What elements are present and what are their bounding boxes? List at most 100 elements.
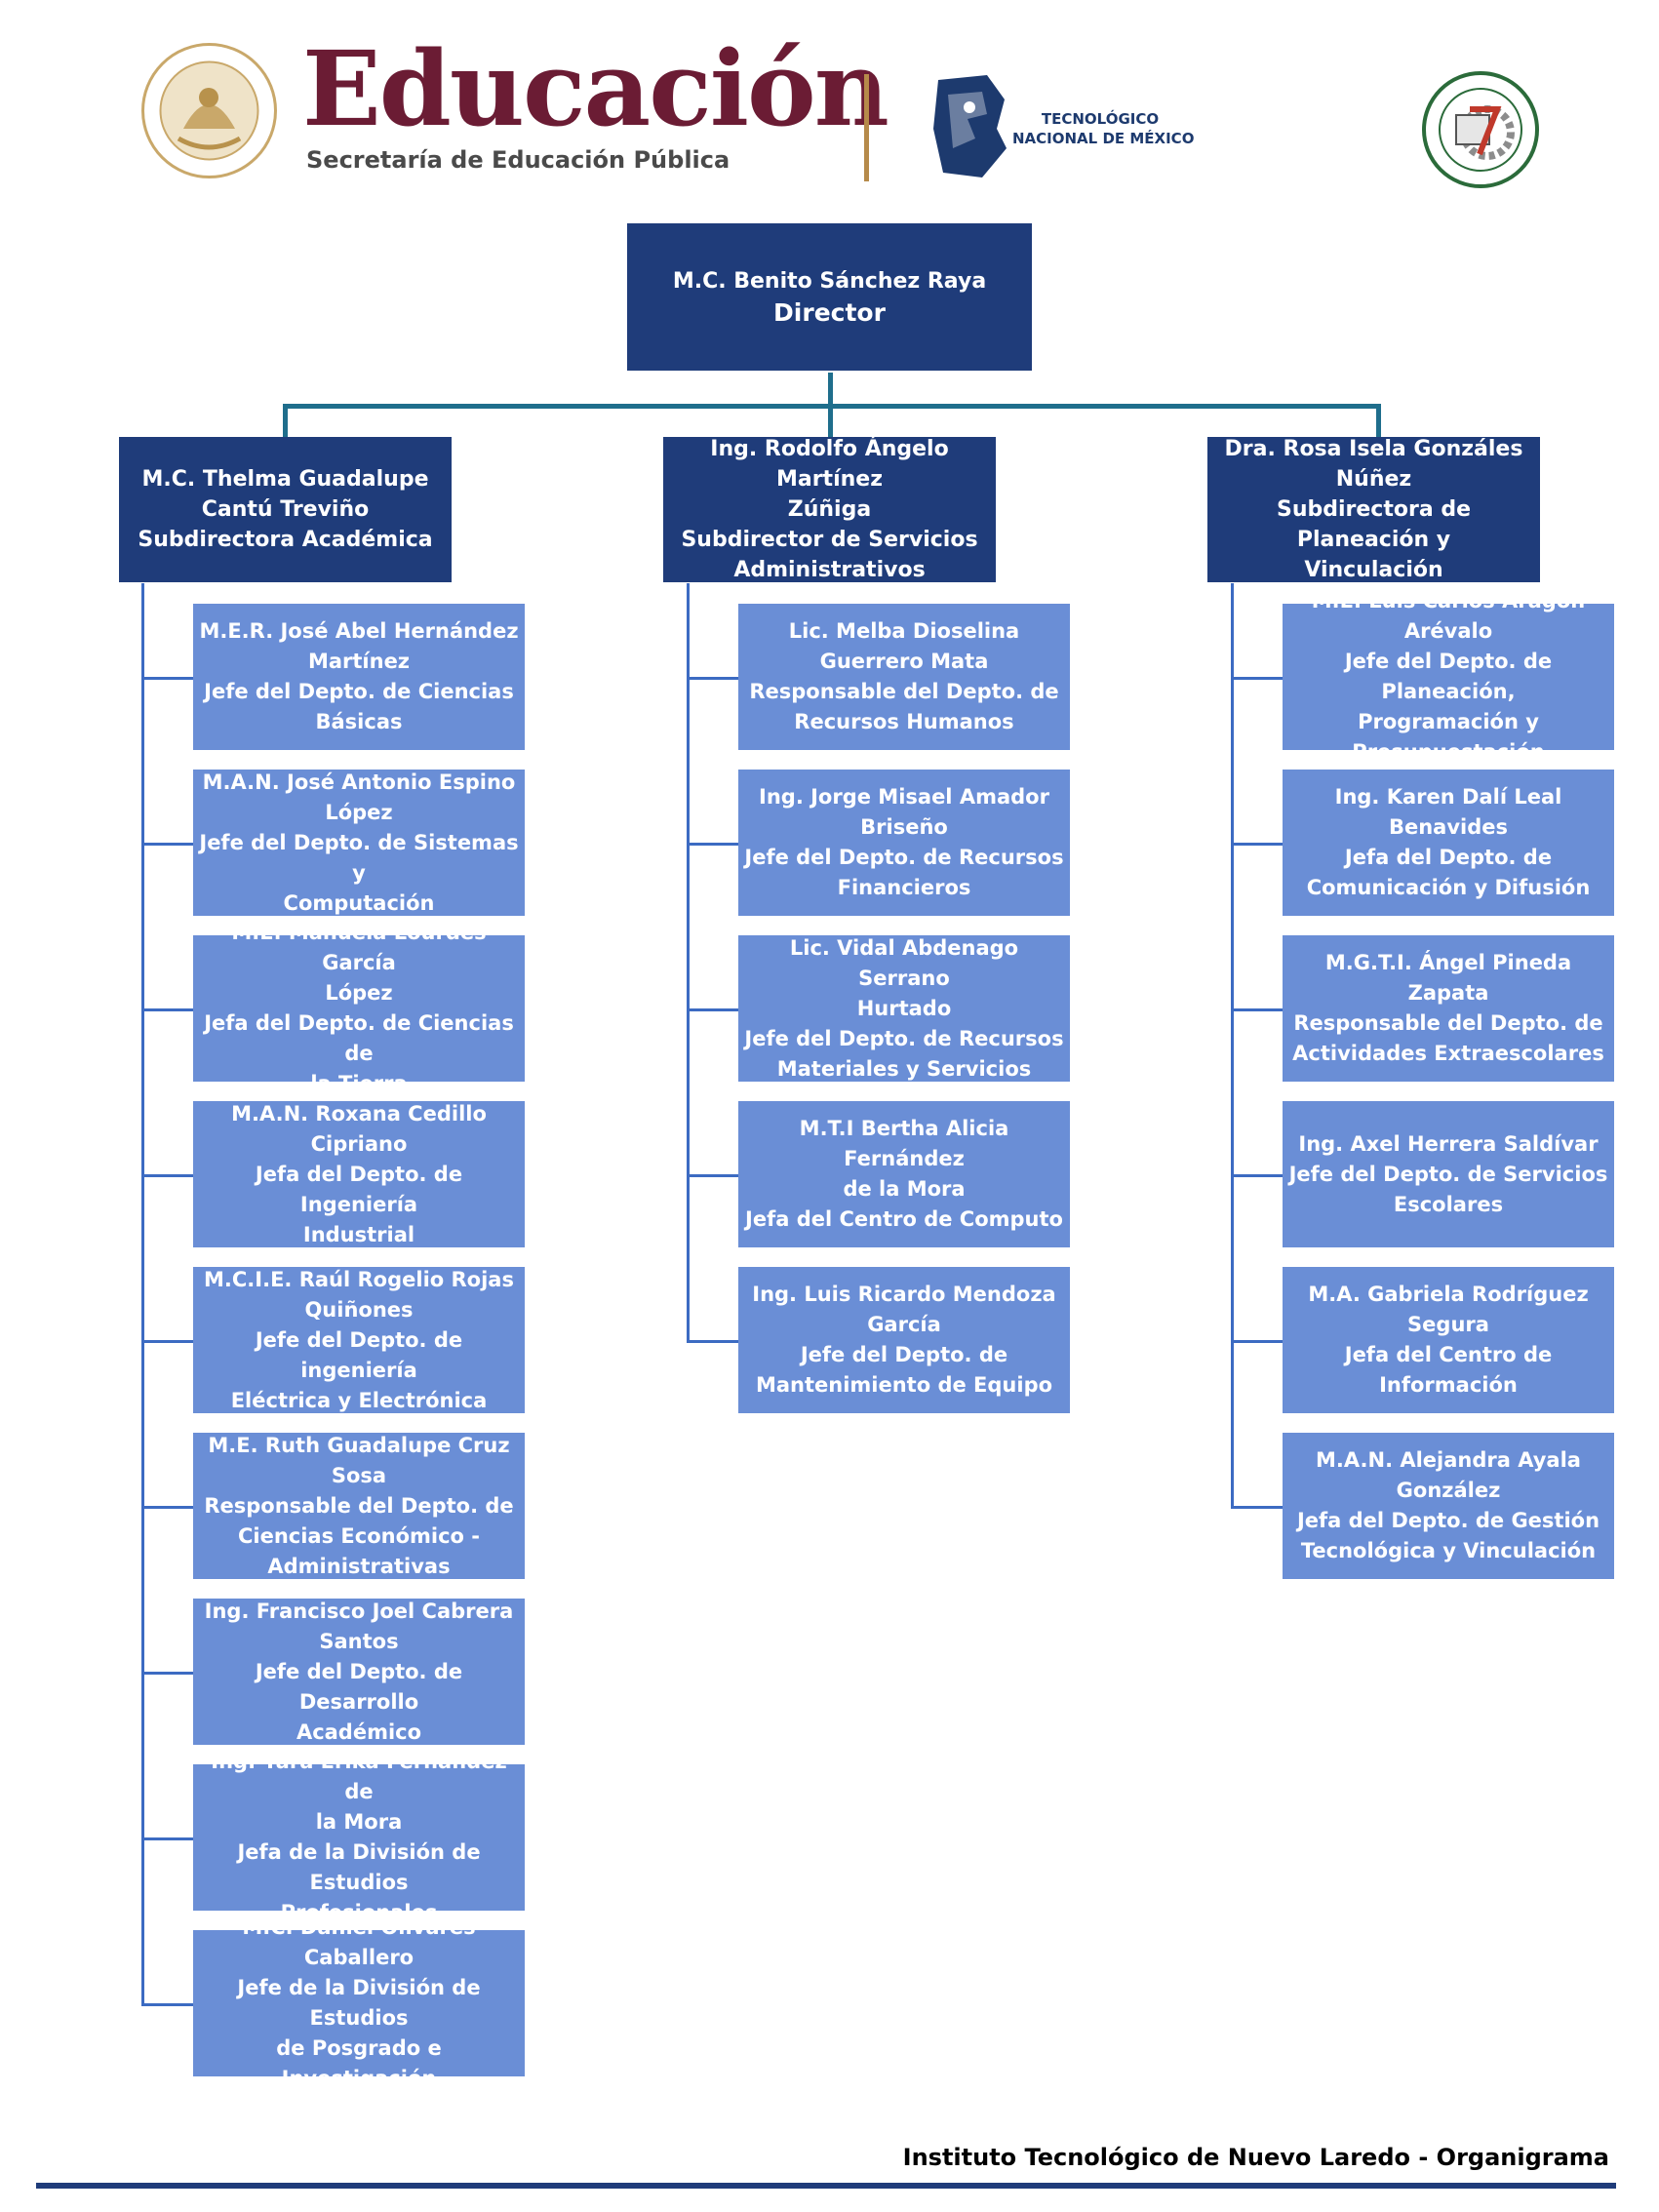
branch-tick [687, 677, 739, 680]
box-line: Vinculación [1304, 558, 1443, 582]
department-box: Ing. Karen Dalí Leal Benavides Jefa del … [1283, 770, 1614, 916]
box-line: Información [1379, 1373, 1518, 1397]
box-line: García [867, 1313, 941, 1336]
department-box: M.C.I.E. Raúl Rogelio Rojas Quiñones Jef… [193, 1267, 525, 1413]
box-line: M.G.T.I. Ángel Pineda Zapata [1324, 951, 1572, 1005]
branch-tick [687, 1174, 739, 1177]
box-line: M.T.I Bertha Alicia Fernández [799, 1117, 1009, 1170]
box-line: Jefe del Depto. de Sistemas y [199, 830, 519, 885]
box-line: Santos [319, 1629, 399, 1653]
branch-tick [1231, 843, 1284, 846]
department-box: Ing. Luis Ricardo Mendoza García Jefe de… [738, 1267, 1070, 1413]
tecnm-logo [933, 75, 1007, 178]
branch-tick [1231, 1174, 1284, 1177]
header-divider [864, 74, 869, 181]
department-box: M.A.N. Roxana Cedillo Cipriano Jefa del … [193, 1101, 525, 1247]
footer-rule [36, 2183, 1616, 2189]
box-line: Jefe del Depto. de Recursos [744, 846, 1064, 869]
box-line: Administrativas [267, 1554, 451, 1578]
branch-tick [141, 677, 194, 680]
box-line: Sosa [331, 1463, 387, 1487]
box-line: López [325, 800, 393, 824]
branch-tick [141, 843, 194, 846]
department-box: Ing. Jorge Misael Amador Briseño Jefe de… [738, 770, 1070, 916]
branch-line-col3 [1231, 583, 1234, 1506]
tecnm-name-line1: TECNOLÓGICO [1041, 110, 1160, 128]
box-line: de Posgrado e Investigación [276, 2036, 442, 2090]
connector-subdirector-1 [283, 404, 288, 441]
subdirector-box-administrativos: Ing. Rodolfo Ángelo Martínez Zúñiga Subd… [663, 437, 996, 582]
box-line: González [1396, 1479, 1501, 1502]
department-box: M.A. Gabriela Rodríguez Segura Jefa del … [1283, 1267, 1614, 1413]
branch-tick [1231, 1506, 1284, 1509]
tecnm-name: TECNOLÓGICO NACIONAL DE MÉXICO [1012, 109, 1194, 148]
box-line: Jefe del Depto. de Ciencias [204, 680, 514, 703]
box-line: Responsable del Depto. de [749, 680, 1059, 703]
department-box: M.E. Ruth Guadalupe Cruz Sosa Responsabl… [193, 1433, 525, 1579]
box-line: Financieros [837, 876, 971, 899]
department-box: Lic. Vidal Abdenago Serrano Hurtado Jefe… [738, 935, 1070, 1082]
box-line: Zúñiga [787, 497, 872, 522]
branch-tick [1231, 1340, 1284, 1343]
department-box: Ing. Francisco Joel Cabrera Santos Jefe … [193, 1599, 525, 1745]
box-line: Ing. Karen Dalí Leal [1334, 785, 1562, 809]
footer-caption: Instituto Tecnológico de Nuevo Laredo - … [902, 2144, 1609, 2171]
box-line: Cantú Treviño [201, 497, 370, 522]
department-box: M.C. Daniel Olivares Caballero Jefe de l… [193, 1916, 525, 2090]
box-line: Jefa del Depto. de Gestión [1296, 1509, 1600, 1532]
box-line: Materiales y Servicios [776, 1056, 1032, 1081]
branch-tick [687, 1008, 739, 1011]
box-line: Escolares [1393, 1192, 1504, 1216]
box-line: M.A.N. Roxana Cedillo [231, 1101, 487, 1126]
department-box: M.E. Manuela Lourdes García López Jefa d… [193, 921, 525, 1095]
box-line: M.E. Manuela Lourdes García [231, 921, 487, 974]
box-line: Ing. Jorge Misael Amador [759, 785, 1049, 809]
department-box: M.A.N. José Antonio Espino López Jefe de… [193, 770, 525, 916]
branch-tick [141, 1506, 194, 1509]
box-line: M.C. Thelma Guadalupe [141, 467, 429, 492]
box-line: M.A.N. José Antonio Espino [202, 770, 516, 794]
box-line: la Mora [315, 1810, 403, 1834]
box-line: Computación [283, 890, 435, 915]
brand-title: Educación [302, 27, 889, 149]
branch-tick [141, 1174, 194, 1177]
box-line: López [325, 981, 393, 1005]
box-line: Presupuestación [1352, 740, 1545, 764]
box-line: Ing. Yara Erika Fernández de [211, 1750, 507, 1803]
branch-tick [1231, 677, 1284, 680]
mexico-coat-of-arms-logo [141, 43, 277, 178]
subdirector-box-planeacion: Dra. Rosa Isela Gonzáles Núñez Subdirect… [1207, 437, 1540, 582]
box-line: Lic. Melba Dioselina [788, 619, 1020, 643]
box-line: Segura [1407, 1313, 1489, 1336]
box-line: Tecnológica y Vinculación [1300, 1539, 1597, 1562]
box-line: M.E.R. José Abel Hernández [199, 619, 519, 643]
box-line: Eléctrica y Electrónica [230, 1388, 488, 1412]
department-box: Lic. Melba Dioselina Guerrero Mata Respo… [738, 604, 1070, 750]
box-line: Arévalo [1403, 619, 1493, 643]
box-line: Jefe del Depto. de Recursos [744, 1026, 1064, 1050]
box-line: Jefa del Depto. de Ingeniería [255, 1162, 463, 1216]
box-line: Jefa del Depto. de [1344, 846, 1553, 869]
director-drop-line [828, 373, 833, 410]
brand-subtitle: Secretaría de Educación Pública [306, 146, 731, 174]
box-line: Recursos Humanos [794, 710, 1014, 733]
box-line: Cipriano [310, 1131, 408, 1156]
box-line: Jefe del Depto. de [800, 1343, 1008, 1366]
department-box: M.E.R. José Abel Hernández Martínez Jefe… [193, 604, 525, 750]
box-line: Mantenimiento de Equipo [755, 1373, 1053, 1397]
box-line: Subdirectora de Planeación y [1276, 497, 1471, 552]
box-line: Martínez [307, 650, 411, 673]
box-line: Ing. Rodolfo Ángelo Martínez [710, 437, 949, 492]
box-line: Quiñones [304, 1297, 414, 1322]
box-line: Administrativos [733, 558, 926, 582]
branch-tick [141, 1008, 194, 1011]
box-line: Profesionales [280, 1901, 438, 1924]
box-line: Núñez [1335, 467, 1412, 492]
subdirector-box-academica: M.C. Thelma Guadalupe Cantú Treviño Subd… [119, 437, 452, 582]
box-line: la Tierra [310, 1072, 408, 1095]
department-box: Ing. Axel Herrera Saldívar Jefe del Dept… [1283, 1101, 1614, 1247]
department-box: Ing. Yara Erika Fernández de la Mora Jef… [193, 1750, 525, 1924]
branch-tick [1231, 1008, 1284, 1011]
box-line: de la Mora [843, 1177, 966, 1201]
branch-tick [141, 1672, 194, 1675]
